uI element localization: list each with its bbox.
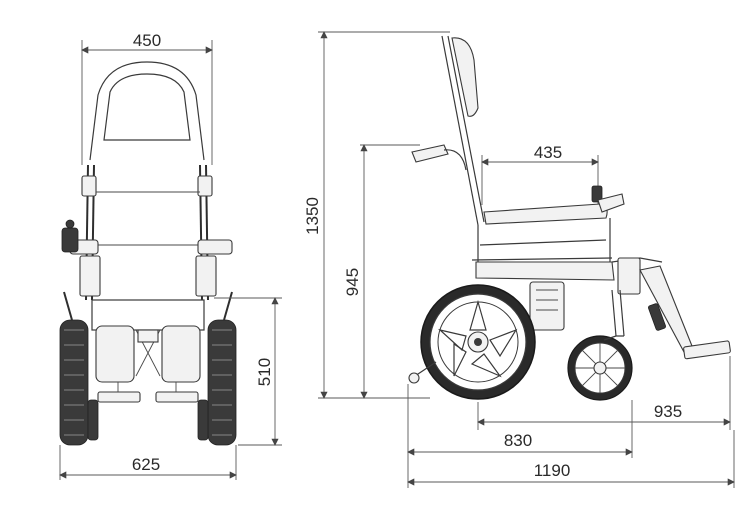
dimension-label-450: 450	[133, 31, 161, 50]
dimension-label-830: 830	[504, 431, 532, 450]
dimension-label-625: 625	[132, 455, 160, 474]
dimension-side-1190: 1190	[407, 430, 735, 488]
dimension-side-seat-depth: 435	[481, 143, 599, 205]
dimension-side-830: 830	[407, 384, 633, 488]
headrest-frame	[89, 61, 205, 161]
motor-housing	[529, 281, 565, 331]
push-handle	[411, 144, 449, 163]
dimension-label-935: 935	[654, 402, 682, 421]
dimension-front-top-width: 450	[81, 31, 213, 165]
side-drive-wheel	[420, 284, 536, 400]
front-right-wheel	[207, 319, 237, 446]
dimension-label-435: 435	[534, 143, 562, 162]
front-left-wheel	[59, 319, 89, 446]
dimension-side-seat-height: 945	[343, 144, 420, 399]
side-view: 1350 945 435	[303, 31, 735, 488]
dimension-side-935: 935	[477, 356, 731, 430]
front-view: 450	[59, 31, 282, 480]
dimension-label-1350: 1350	[303, 197, 322, 235]
seat-cushion	[483, 203, 608, 225]
joystick-controller	[61, 219, 79, 253]
side-controller	[591, 185, 603, 203]
dimension-label-510: 510	[255, 358, 274, 386]
dimension-side-total-height: 1350	[303, 31, 450, 399]
headrest-pad	[103, 73, 191, 141]
leg-rest	[639, 265, 693, 353]
side-footrest	[683, 340, 731, 360]
dimension-label-945: 945	[343, 268, 362, 296]
dimension-front-bottom-width: 625	[59, 445, 237, 480]
dimension-front-height: 510	[214, 297, 282, 446]
side-front-caster	[567, 335, 633, 401]
dimension-label-1190: 1190	[534, 461, 571, 480]
side-headrest	[451, 37, 479, 117]
